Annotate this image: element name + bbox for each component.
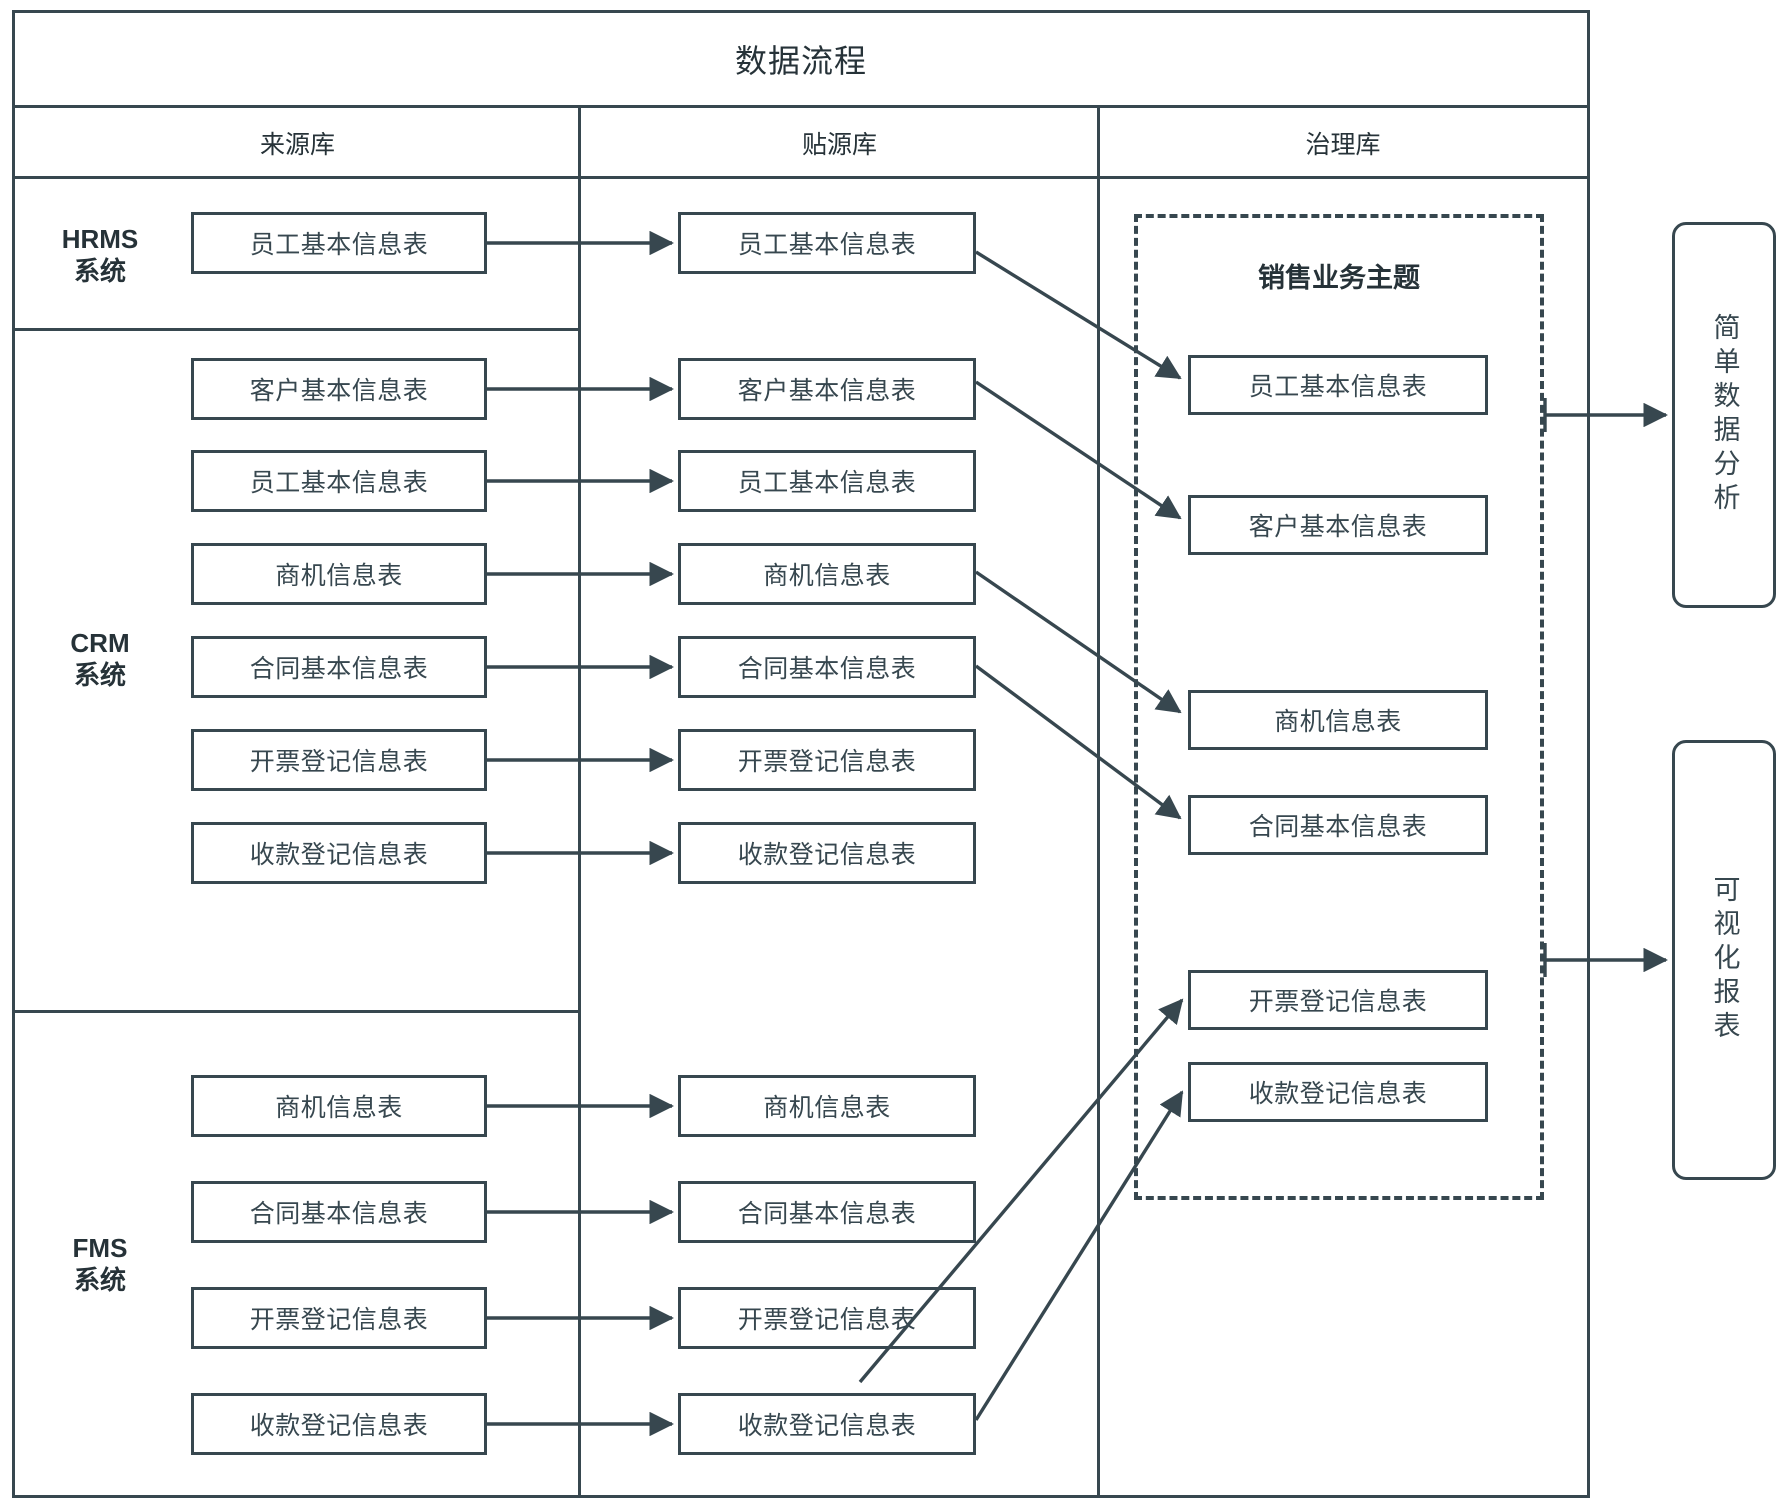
governance-table-box[interactable]: 收款登记信息表 (1188, 1062, 1488, 1122)
staging-table-box[interactable]: 收款登记信息表 (678, 822, 976, 884)
staging-table-box[interactable]: 开票登记信息表 (678, 1287, 976, 1349)
staging-table-box[interactable]: 收款登记信息表 (678, 1393, 976, 1455)
governance-table-box[interactable]: 客户基本信息表 (1188, 495, 1488, 555)
output-box-visual-report[interactable]: 可视化报表 (1672, 740, 1776, 1180)
source-table-box[interactable]: 商机信息表 (191, 543, 487, 605)
source-table-box[interactable]: 员工基本信息表 (191, 212, 487, 274)
diagram-title: 数据流程 (734, 43, 867, 79)
staging-table-box[interactable]: 员工基本信息表 (678, 450, 976, 512)
output-label-visual-report: 可视化报表 (1709, 875, 1740, 1045)
staging-table-box[interactable]: 商机信息表 (678, 543, 976, 605)
output-box-simple-analysis[interactable]: 简单数据分析 (1672, 222, 1776, 608)
system-label-fms: FMS 系统 (25, 1205, 175, 1325)
header-divider (12, 176, 1590, 179)
source-table-box[interactable]: 员工基本信息表 (191, 450, 487, 512)
column-divider-2 (1097, 108, 1100, 1498)
system-label-fms-suffix: 系统 (73, 1265, 126, 1295)
governance-table-box[interactable]: 开票登记信息表 (1188, 970, 1488, 1030)
system-label-crm-suffix: 系统 (73, 660, 126, 690)
staging-table-box[interactable]: 合同基本信息表 (678, 1181, 976, 1243)
source-table-box[interactable]: 合同基本信息表 (191, 1181, 487, 1243)
governance-table-box[interactable]: 合同基本信息表 (1188, 795, 1488, 855)
system-label-hrms-suffix: 系统 (73, 256, 126, 286)
staging-table-box[interactable]: 客户基本信息表 (678, 358, 976, 420)
system-label-hrms: HRMS 系统 (25, 196, 175, 316)
column-header-governance: 治理库 (1305, 131, 1381, 159)
staging-table-box[interactable]: 合同基本信息表 (678, 636, 976, 698)
system-label-crm: CRM 系统 (25, 600, 175, 720)
column-header-staging: 贴源库 (801, 131, 877, 159)
source-table-box[interactable]: 商机信息表 (191, 1075, 487, 1137)
source-table-box[interactable]: 收款登记信息表 (191, 822, 487, 884)
governance-table-box[interactable]: 员工基本信息表 (1188, 355, 1488, 415)
subject-area-title: 销售业务主题 (1258, 262, 1420, 293)
title-divider (12, 105, 1590, 108)
staging-table-box[interactable]: 员工基本信息表 (678, 212, 976, 274)
system-label-fms-name: FMS (72, 1233, 128, 1264)
column-header-source: 来源库 (259, 131, 335, 159)
source-table-box[interactable]: 客户基本信息表 (191, 358, 487, 420)
column-divider-1 (578, 108, 581, 1498)
system-divider-hrms-crm (12, 328, 578, 331)
staging-table-box[interactable]: 商机信息表 (678, 1075, 976, 1137)
governance-table-box[interactable]: 商机信息表 (1188, 690, 1488, 750)
source-table-box[interactable]: 开票登记信息表 (191, 1287, 487, 1349)
staging-table-box[interactable]: 开票登记信息表 (678, 729, 976, 791)
source-table-box[interactable]: 合同基本信息表 (191, 636, 487, 698)
output-label-simple-analysis: 简单数据分析 (1709, 313, 1740, 517)
source-table-box[interactable]: 开票登记信息表 (191, 729, 487, 791)
system-label-crm-name: CRM (70, 628, 130, 659)
source-table-box[interactable]: 收款登记信息表 (191, 1393, 487, 1455)
system-divider-crm-fms (12, 1010, 578, 1013)
system-label-hrms-name: HRMS (61, 224, 139, 255)
